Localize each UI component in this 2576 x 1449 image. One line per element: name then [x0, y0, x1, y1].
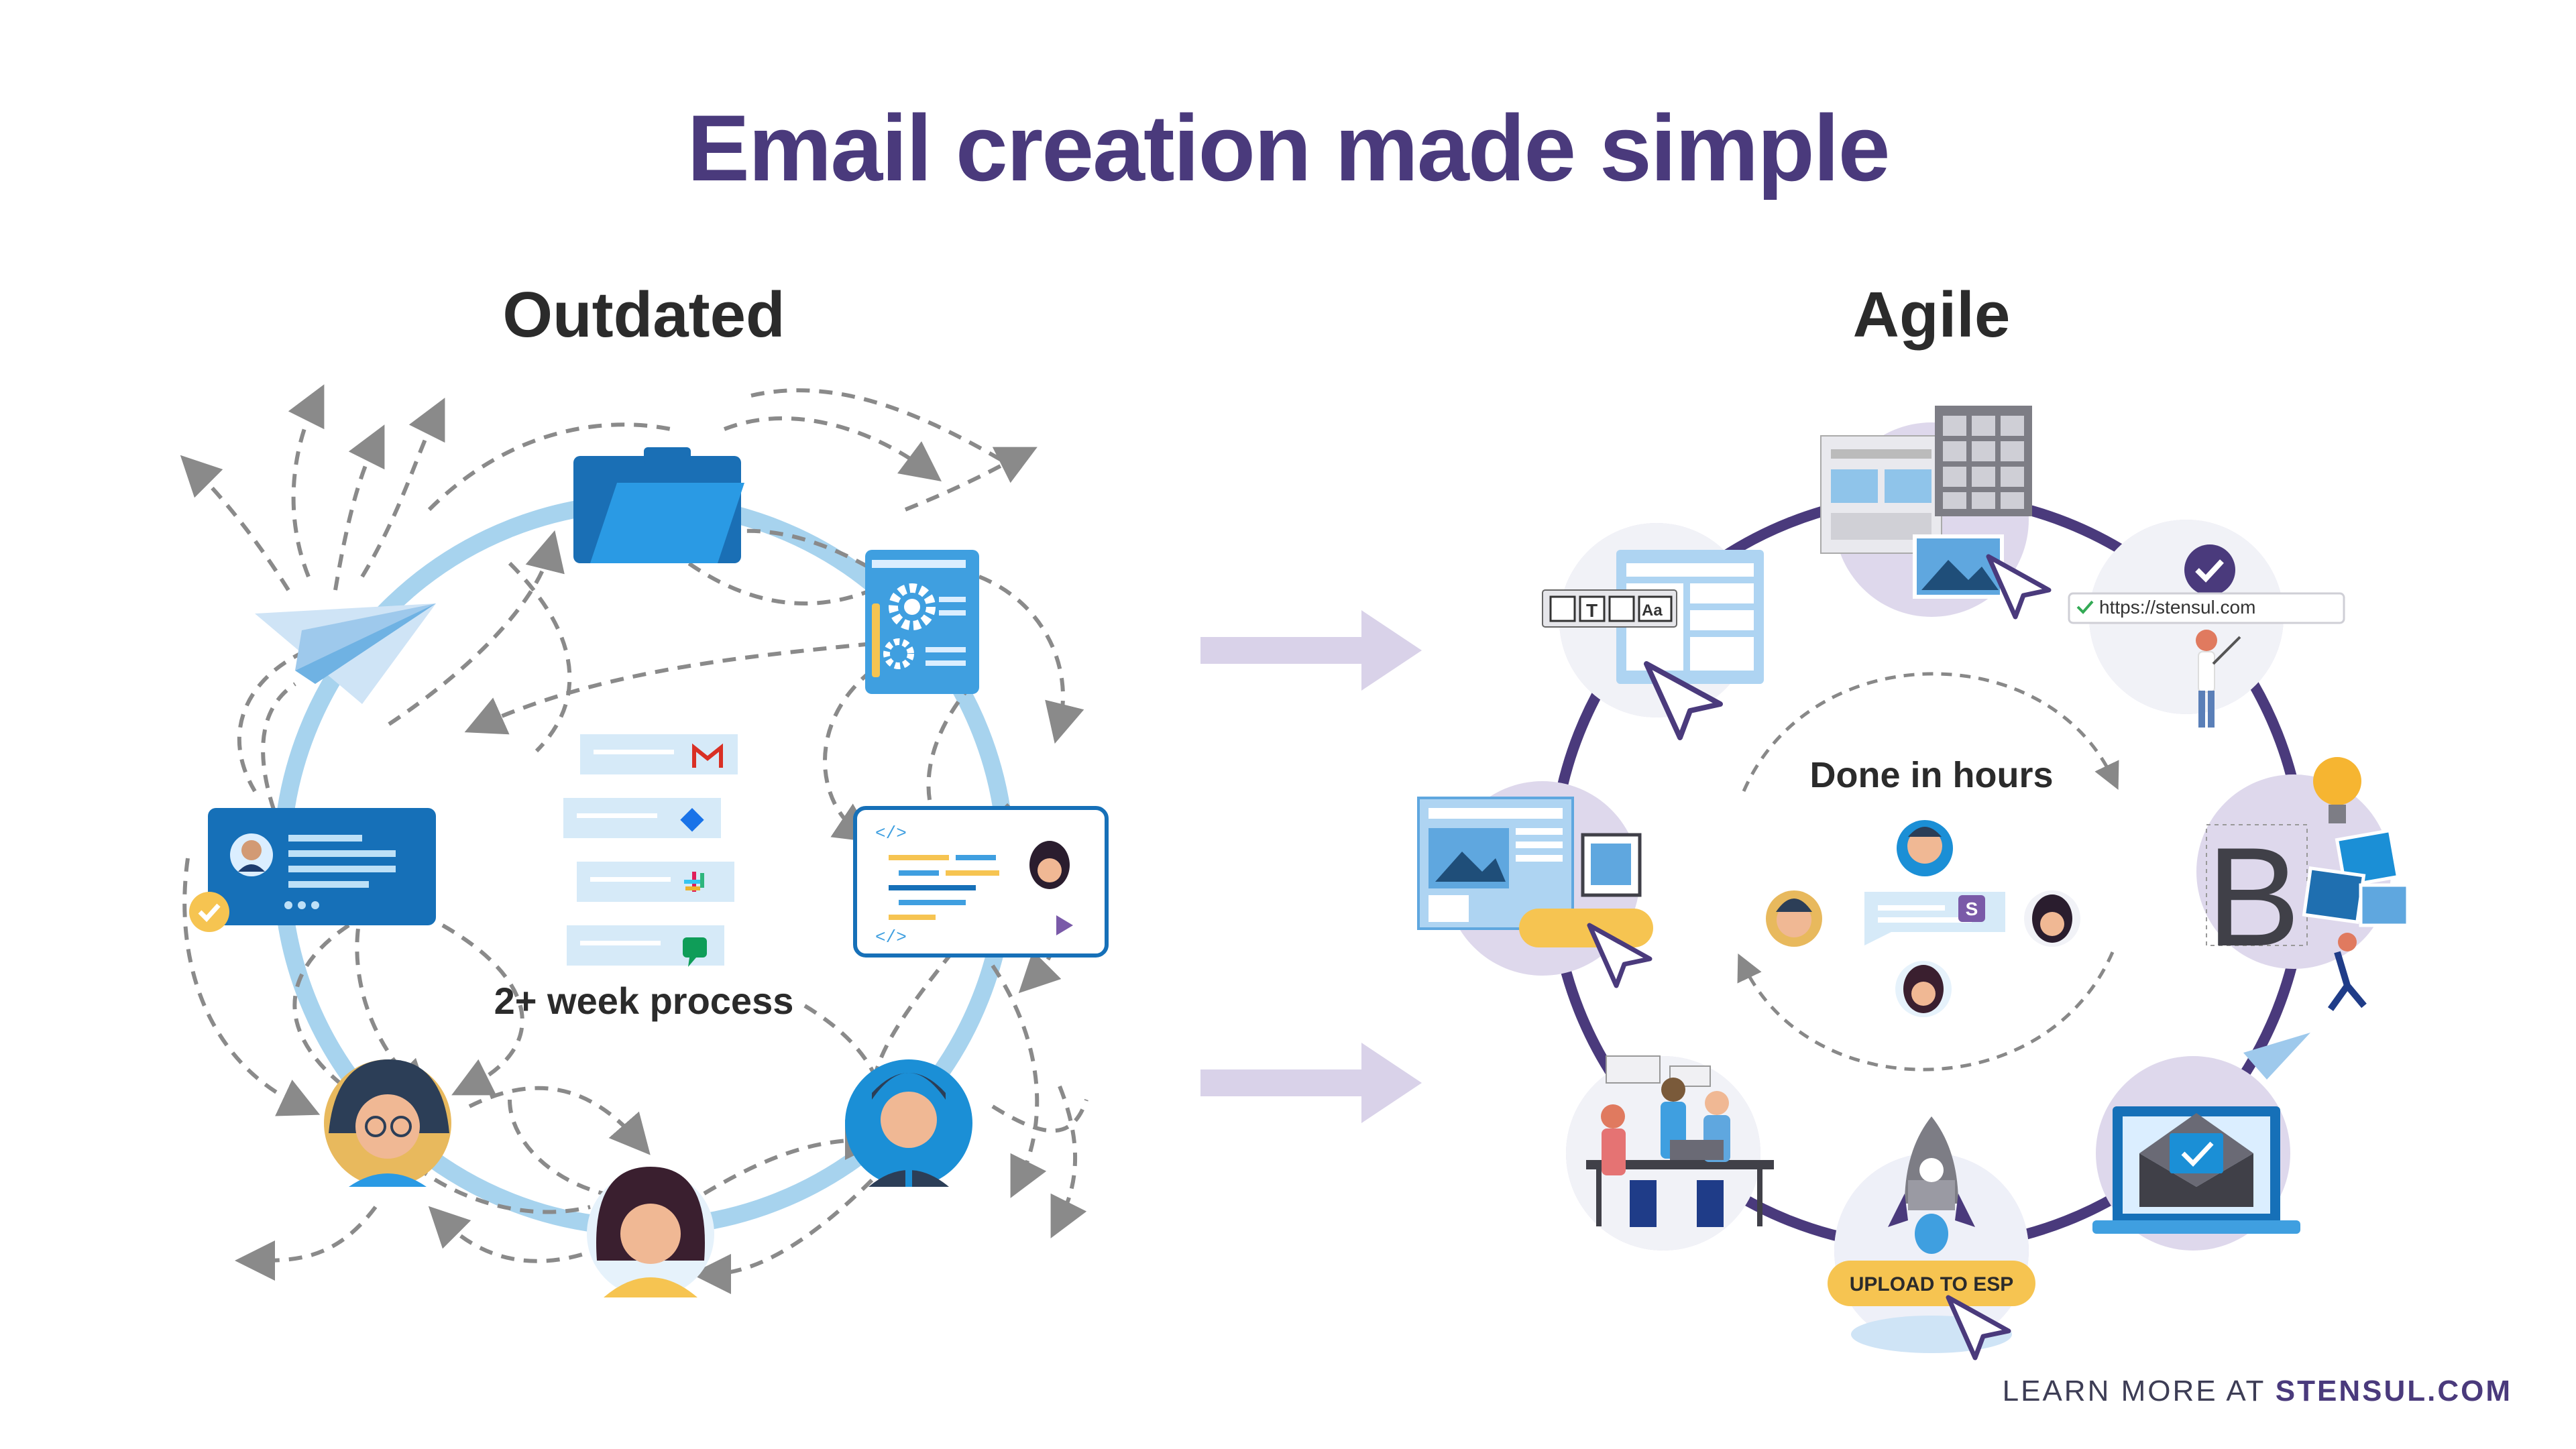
email-envelope-icon: [2092, 1033, 2310, 1234]
chat-bubbles: [563, 734, 738, 967]
hangouts-icon: [683, 937, 707, 967]
folder-icon: [573, 447, 744, 563]
stensul-badge: S: [1966, 899, 1978, 919]
layout-builder-icon: T Aa: [1542, 550, 1764, 740]
gmail-icon: [692, 743, 723, 768]
url-text: https://stensul.com: [2099, 597, 2255, 618]
agile-heading: Agile: [1852, 279, 2011, 351]
template-grid-icon: [1820, 406, 2052, 620]
profile-card-icon: [208, 808, 436, 925]
code-editor-icon: </> </>: [853, 806, 1109, 958]
google-chat-icon: [680, 808, 704, 832]
agile-process-label: Done in hours: [1809, 755, 2054, 795]
settings-document-icon: [865, 550, 979, 694]
svg-text:T: T: [1586, 600, 1598, 621]
image-editor-icon: [1417, 797, 1653, 988]
checkmark-icon: [189, 892, 229, 932]
collaborators-cluster: S: [1766, 820, 2080, 1017]
learn-more-site[interactable]: STENSUL.COM: [2275, 1375, 2512, 1407]
person-avatar-icon: [845, 1059, 972, 1187]
brand-kit-icon: B: [2206, 757, 2410, 1011]
svg-text:</>: </>: [875, 823, 907, 844]
inner-cycle-top: [1742, 672, 2119, 792]
brand-letter: B: [2206, 818, 2300, 976]
toolbar-text-label: Aa: [1642, 601, 1663, 620]
team-collaboration-icon: [1586, 1055, 1774, 1227]
svg-text:</>: </>: [875, 927, 907, 947]
learn-more-prefix: LEARN MORE AT: [2002, 1375, 2276, 1407]
upload-to-esp-label: UPLOAD TO ESP: [1850, 1273, 2013, 1295]
paper-plane-icon: [255, 603, 436, 704]
page-title: Email creation made simple: [687, 95, 1890, 200]
person-avatar-icon: [587, 1167, 714, 1297]
outdated-heading: Outdated: [502, 279, 785, 351]
inner-cycle-bottom: [1737, 951, 2115, 1071]
transition-arrows: [1200, 610, 1422, 1123]
person-avatar-icon: [324, 1059, 451, 1187]
outdated-process-label: 2+ week process: [494, 980, 794, 1022]
slack-icon: [684, 872, 704, 892]
approval-check-icon: https://stensul.com: [2068, 544, 2345, 728]
learn-more-link[interactable]: LEARN MORE AT STENSUL.COM: [2003, 1375, 2512, 1408]
upload-to-esp-button[interactable]: UPLOAD TO ESP: [1828, 1261, 2035, 1360]
